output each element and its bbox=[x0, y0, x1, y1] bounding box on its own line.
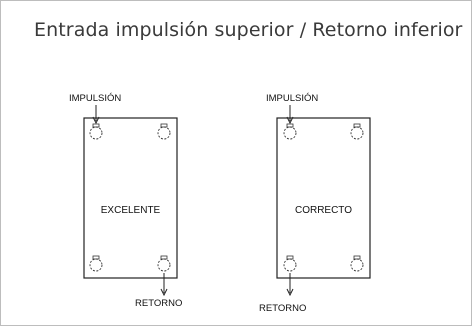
outlet-arrow bbox=[286, 273, 294, 297]
valve-top-right bbox=[157, 123, 171, 140]
inlet-label: IMPULSIÓN bbox=[266, 93, 318, 104]
inlet-label: IMPULSIÓN bbox=[69, 93, 121, 104]
rating-label: CORRECTO bbox=[295, 205, 352, 216]
valve-bottom-left bbox=[89, 255, 103, 272]
figure-title: Entrada impulsión superior / Retorno inf… bbox=[34, 19, 463, 41]
outlet-label: RETORNO bbox=[135, 298, 182, 309]
valve-top-left bbox=[283, 123, 297, 140]
rating-label: EXCELENTE bbox=[101, 205, 161, 216]
valve-top-left bbox=[89, 123, 103, 140]
diagram-excelente: IMPULSIÓN RETORNO EXCELENTE bbox=[69, 93, 182, 309]
outlet-arrow bbox=[160, 273, 168, 297]
inlet-arrow bbox=[92, 105, 100, 125]
inlet-arrow bbox=[286, 105, 294, 125]
valve-top-right bbox=[350, 123, 364, 140]
valve-bottom-left bbox=[283, 255, 297, 272]
diagram-correcto: IMPULSIÓN RETORNO CORRECTO bbox=[259, 93, 371, 314]
outlet-label: RETORNO bbox=[259, 303, 306, 314]
valve-bottom-right bbox=[157, 255, 171, 272]
radiator-body bbox=[276, 117, 371, 279]
valve-bottom-right bbox=[350, 255, 364, 272]
radiator-body bbox=[83, 117, 178, 279]
